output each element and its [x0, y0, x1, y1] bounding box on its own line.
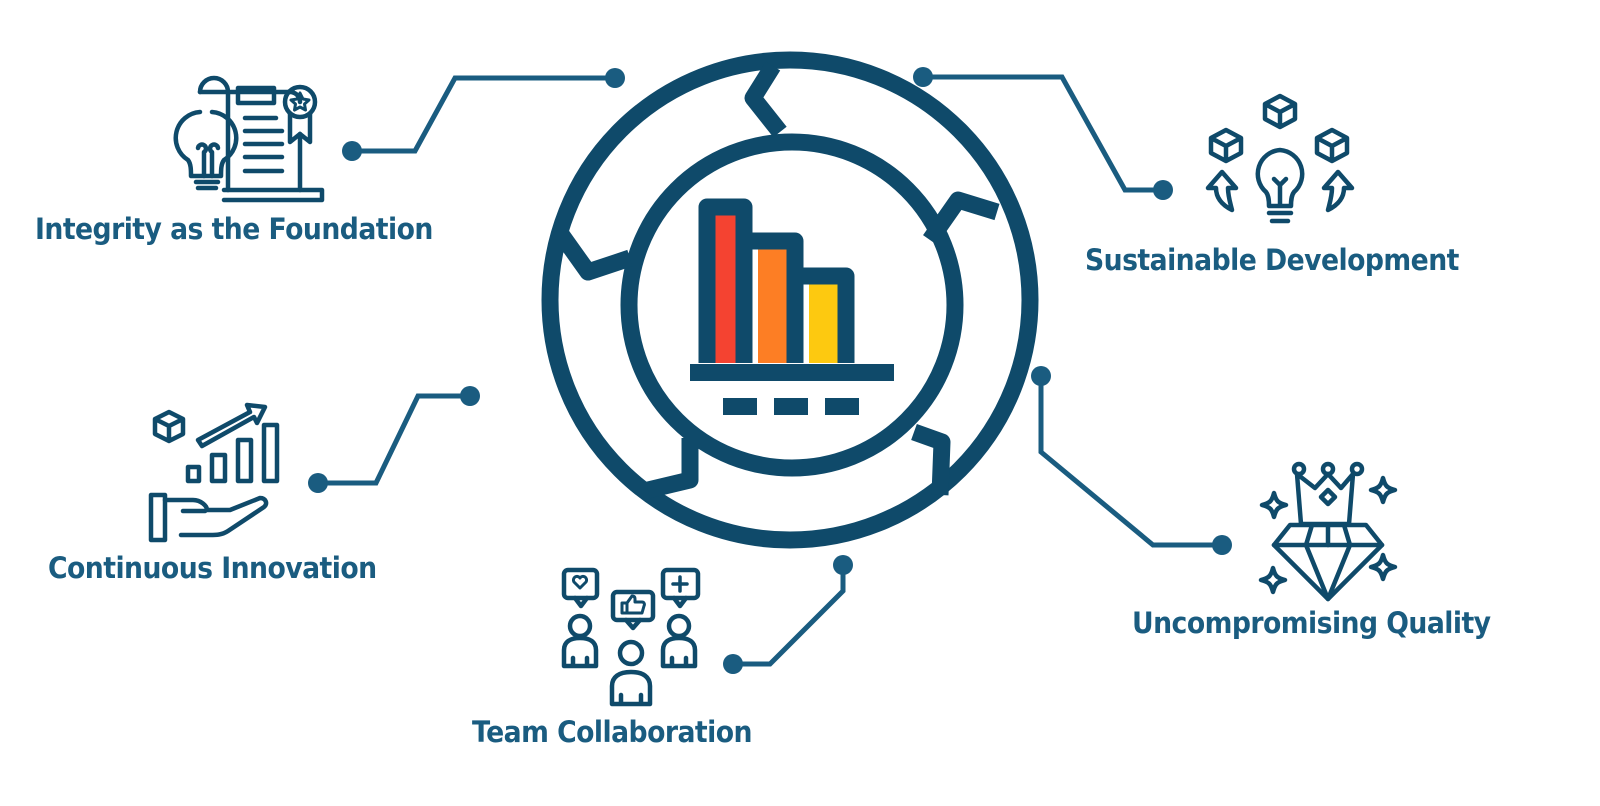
central-hub-icon	[541, 51, 1039, 549]
connector-dot	[833, 555, 853, 575]
lightbulb-cubes-icon	[1205, 93, 1355, 224]
connector-dot	[460, 386, 480, 406]
connector-dot	[308, 473, 328, 493]
connector-innovation	[308, 386, 480, 493]
connector-dot	[342, 141, 362, 161]
label-innovation: Continuous Innovation	[48, 551, 377, 585]
label-collaboration: Team Collaboration	[472, 715, 752, 749]
label-sustainable: Sustainable Development	[1085, 243, 1459, 277]
bar-chart-icon	[690, 198, 894, 415]
connector-dot	[1031, 366, 1051, 386]
connector-sustainable	[913, 67, 1173, 200]
connector-dot	[913, 67, 933, 87]
label-integrity: Integrity as the Foundation	[35, 212, 433, 246]
connector-dot	[723, 654, 743, 674]
connector-dot	[1212, 535, 1232, 555]
hand-growth-chart-icon	[148, 402, 280, 543]
crown-diamond-icon	[1258, 461, 1398, 602]
connector-dot	[605, 68, 625, 88]
label-quality: Uncompromising Quality	[1132, 606, 1491, 640]
connector-collaboration	[723, 555, 853, 674]
team-feedback-icon	[561, 567, 701, 707]
cycle-arrows-icon	[551, 61, 1000, 499]
connector-quality	[1031, 366, 1232, 555]
lightbulb-certificate-icon	[173, 75, 325, 203]
connector-dot	[1153, 180, 1173, 200]
connector-integrity	[342, 68, 625, 161]
